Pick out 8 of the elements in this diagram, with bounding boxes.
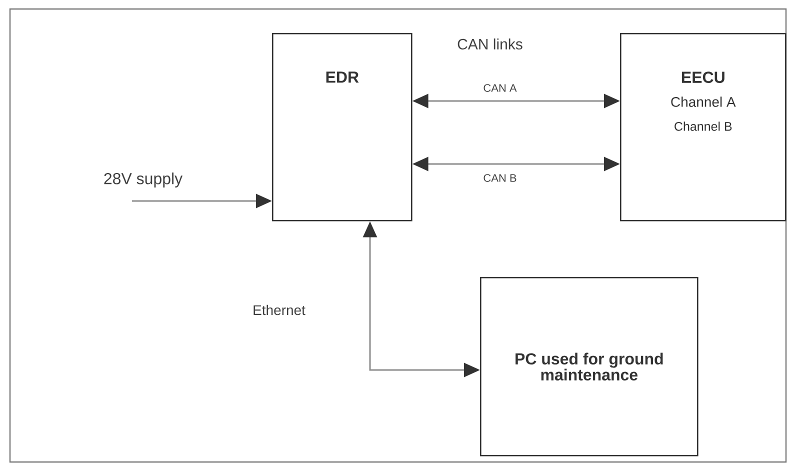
heading-text: CAN links xyxy=(458,38,522,50)
edge-label: CAN A xyxy=(484,84,517,92)
edge-label: Ethernet xyxy=(254,304,306,316)
block-box: EDR xyxy=(272,33,412,222)
edge-label: CAN B xyxy=(484,174,516,182)
block-box: PC used for ground maintenance xyxy=(480,277,698,456)
block-box: EECU Channel A Channel B xyxy=(620,33,786,222)
edge-label: 28V supply xyxy=(104,172,183,188)
